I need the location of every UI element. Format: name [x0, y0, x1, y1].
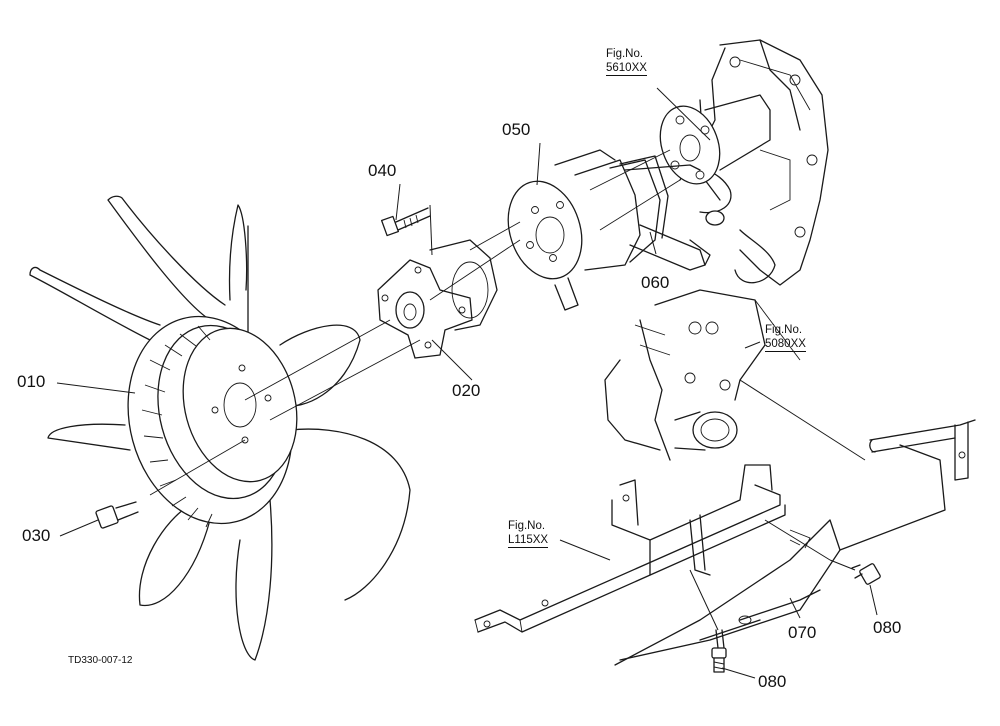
figure-ref-line1: Fig.No. — [765, 324, 803, 336]
part-label-010: 010 — [17, 372, 46, 391]
part-label-080-bottom: 080 — [758, 672, 787, 691]
figure-ref-line2: 5080XX — [765, 338, 806, 353]
bolt-030 — [95, 501, 139, 529]
pulley-assembly — [507, 149, 711, 311]
stay-070 — [614, 379, 976, 666]
part-label-020: 020 — [452, 381, 481, 400]
leader-lines — [56, 87, 878, 679]
figure-ref-line1: Fig.No. — [606, 48, 644, 60]
part-label-070: 070 — [788, 623, 817, 642]
engine-bracket-illustration — [604, 289, 801, 461]
drawing-code: TD330-007-12 — [68, 655, 133, 666]
bolt-040 — [380, 204, 433, 256]
figure-ref-line2: L115XX — [508, 534, 549, 549]
spacer-hub — [377, 239, 498, 359]
part-label-060: 060 — [641, 273, 670, 292]
part-label-030: 030 — [22, 526, 51, 545]
figure-ref-5080xx: Fig.No. 5080XX — [765, 324, 806, 353]
bolt-080-right — [829, 559, 881, 585]
part-label-040: 040 — [368, 161, 397, 180]
part-label-080-right: 080 — [873, 618, 902, 637]
figure-ref-5610xx: Fig.No. 5610XX — [606, 48, 647, 77]
part-label-050: 050 — [502, 120, 531, 139]
fan-blades — [29, 195, 411, 661]
figure-ref-line1: Fig.No. — [508, 520, 546, 532]
figure-ref-l115xx: Fig.No. L115XX — [508, 520, 549, 549]
water-pump-flange — [659, 94, 771, 185]
assembly-axis-lines — [149, 149, 681, 496]
frame-member — [474, 464, 786, 633]
bolt-080-bottom — [689, 569, 727, 673]
fan-shroud-ring — [127, 315, 298, 528]
figure-ref-line2: 5610XX — [606, 62, 647, 77]
engine-block-illustration — [679, 39, 829, 286]
